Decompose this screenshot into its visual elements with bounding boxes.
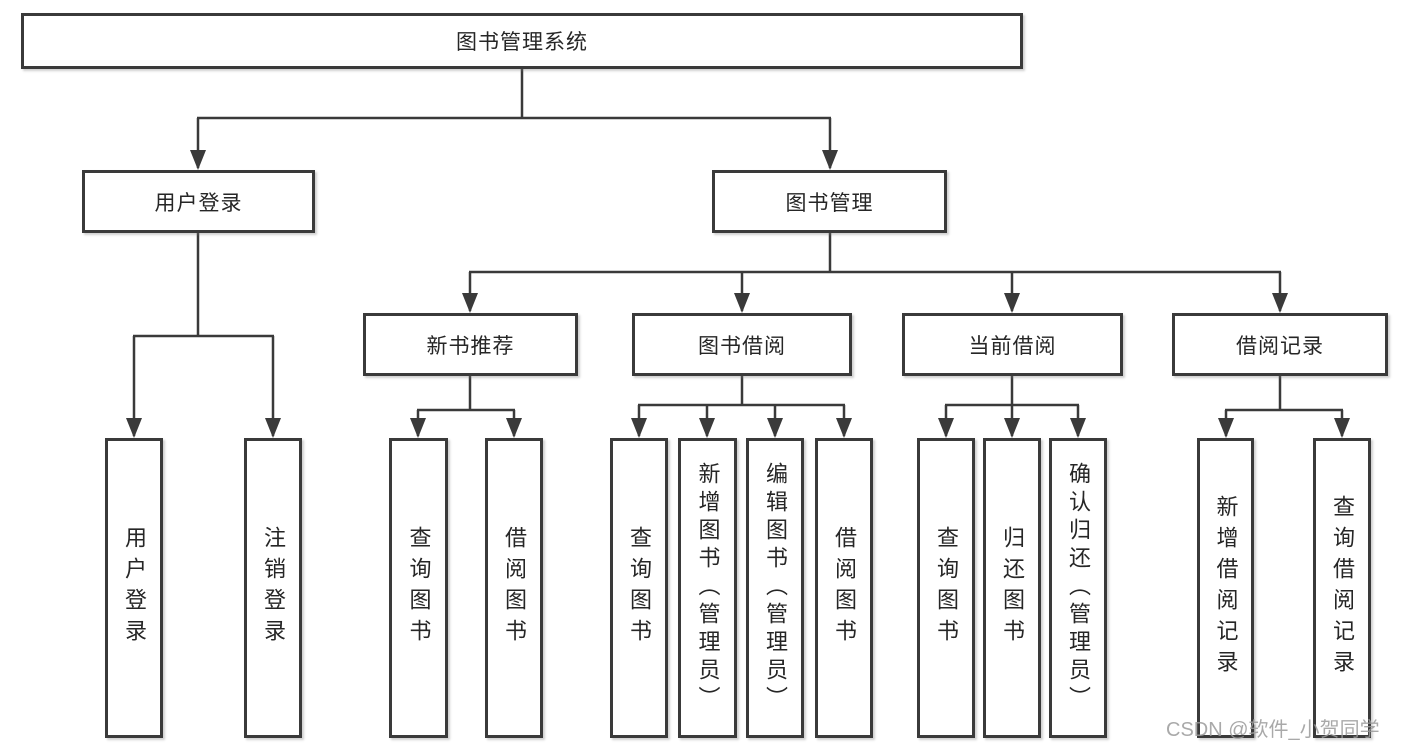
node-book-borrowing: 图书借阅 xyxy=(632,313,852,376)
leaf-confirm-return-admin: 确认归还（管理员） xyxy=(1049,438,1107,738)
leaf-add-borrow-record: 新增借阅记录 xyxy=(1197,438,1254,738)
node-label: 图书管理 xyxy=(785,191,874,215)
leaf-query-books-recommend: 查询图书 xyxy=(389,438,448,738)
node-label: 用户登录 xyxy=(122,526,147,650)
leaf-edit-books-admin: 编辑图书（管理员） xyxy=(746,438,804,738)
node-label: 查询图书 xyxy=(627,526,652,650)
node-label: 借阅图书 xyxy=(502,526,527,650)
node-label: 当前借阅 xyxy=(968,334,1057,358)
node-label: 用户登录 xyxy=(154,191,243,215)
node-label: 借阅记录 xyxy=(1236,334,1324,358)
node-label: 确认归还（管理员） xyxy=(1066,462,1091,714)
node-current-borrowing: 当前借阅 xyxy=(902,313,1123,376)
node-book-management: 图书管理 xyxy=(712,170,947,233)
node-new-book-recommendation: 新书推荐 xyxy=(363,313,578,376)
leaf-query-borrow-record: 查询借阅记录 xyxy=(1313,438,1371,738)
leaf-borrow-books-recommend: 借阅图书 xyxy=(485,438,543,738)
node-label: 图书借阅 xyxy=(698,334,786,358)
leaf-logout: 注销登录 xyxy=(244,438,302,738)
node-label: 编辑图书（管理员） xyxy=(763,462,788,714)
node-label: 查询借阅记录 xyxy=(1330,495,1355,681)
node-label: 查询图书 xyxy=(406,526,432,650)
node-label: 新书推荐 xyxy=(426,334,515,358)
node-label: 注销登录 xyxy=(261,526,286,650)
leaf-query-books-borrowing: 查询图书 xyxy=(610,438,668,738)
leaf-query-books-current: 查询图书 xyxy=(917,438,975,738)
node-label: 借阅图书 xyxy=(832,526,857,650)
node-label: 新增借阅记录 xyxy=(1213,495,1239,681)
leaf-add-books-admin: 新增图书（管理员） xyxy=(678,438,737,738)
node-borrowing-records: 借阅记录 xyxy=(1172,313,1388,376)
node-label: 归还图书 xyxy=(1000,526,1025,650)
node-user-login: 用户登录 xyxy=(82,170,315,233)
leaf-user-login: 用户登录 xyxy=(105,438,163,738)
node-label: 图书管理系统 xyxy=(456,31,588,54)
node-label: 查询图书 xyxy=(934,526,959,650)
node-label: 新增图书（管理员） xyxy=(695,462,721,714)
csdn-watermark: CSDN @软件_小贺同学 xyxy=(1166,719,1380,741)
leaf-return-books: 归还图书 xyxy=(983,438,1041,738)
leaf-borrow-books-borrowing: 借阅图书 xyxy=(815,438,873,738)
node-library-system: 图书管理系统 xyxy=(21,13,1023,69)
